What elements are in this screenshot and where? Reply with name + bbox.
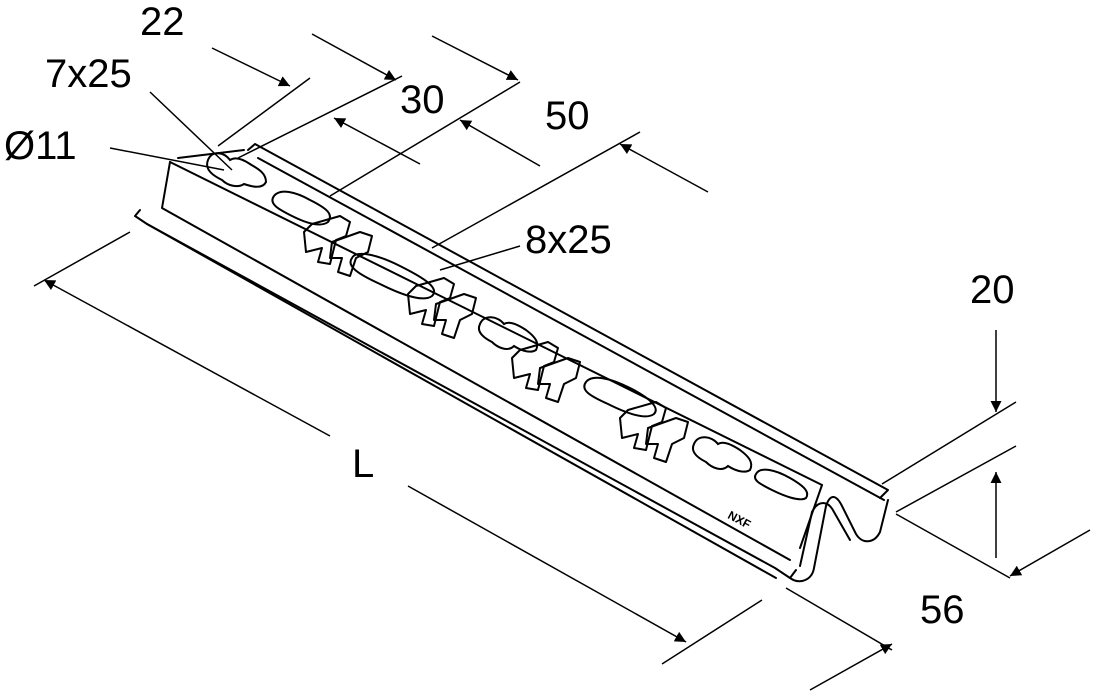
slot	[754, 468, 809, 501]
dim-arrow-56-right	[1009, 529, 1091, 577]
extension-line-56-left	[785, 587, 893, 651]
extension-line	[329, 81, 521, 197]
dimension-label-22: 22	[140, 0, 185, 44]
dimension-label-56: 56	[920, 588, 965, 632]
spring-clip	[619, 401, 689, 463]
keyhole-slot	[206, 152, 268, 188]
dim-arrow-22	[211, 47, 291, 87]
slot	[349, 252, 435, 300]
keyhole-slot	[692, 436, 753, 473]
leader-8x25	[439, 245, 521, 271]
dim-arrow-56-left	[809, 643, 893, 691]
rail-end-profile-inner	[799, 502, 851, 567]
rail-end-profile	[789, 496, 889, 583]
dimension-label-length: L	[352, 442, 375, 486]
dimension-label-20: 20	[970, 268, 1015, 312]
mounting-rail	[134, 143, 889, 583]
slot	[583, 376, 657, 418]
keyhole-slot	[478, 316, 539, 353]
dim-arrow-L-left	[43, 279, 331, 437]
leader-7x25	[149, 91, 233, 171]
extension-line-56-right	[895, 513, 1011, 579]
dimension-label-7x25: 7x25	[45, 52, 132, 96]
dim-arrow-30b	[333, 117, 421, 165]
rail-slots	[206, 152, 809, 501]
rail-back-lip-inner	[257, 157, 885, 501]
extension-line-L-start	[33, 231, 131, 287]
dimension-lines	[33, 33, 1091, 691]
extension-line-20-bottom	[895, 445, 1017, 513]
rail-web-top-edge	[169, 161, 823, 486]
spring-clip	[303, 215, 373, 277]
extension-line-20-top	[881, 401, 1017, 485]
rail-front-face	[161, 161, 791, 561]
dimension-label-diameter: Ø11	[4, 124, 77, 168]
leader-d11	[109, 147, 225, 171]
spring-clip	[511, 341, 581, 403]
dim-arrow-50b	[619, 143, 709, 193]
rail-bottom-flange	[134, 209, 797, 579]
extension-line	[431, 131, 641, 249]
dim-arrow-30	[431, 35, 519, 81]
dimension-label-8x25: 8x25	[525, 218, 612, 262]
rail-back-lip	[247, 143, 889, 499]
dimension-label-30: 30	[400, 78, 445, 122]
rail-bottom-flange-inner	[146, 223, 777, 579]
dim-arrow-50	[459, 119, 541, 167]
dimension-label-50: 50	[545, 94, 590, 138]
spring-clips	[303, 215, 689, 463]
extension-line-L-end	[661, 599, 763, 665]
spring-clip	[407, 277, 477, 339]
extension-line	[217, 77, 311, 147]
extension-line	[237, 75, 403, 159]
slot	[271, 190, 331, 226]
dim-arrow-L-right	[407, 485, 687, 643]
rail-left-cap	[177, 149, 245, 159]
dim-arrow-22b	[311, 33, 397, 81]
